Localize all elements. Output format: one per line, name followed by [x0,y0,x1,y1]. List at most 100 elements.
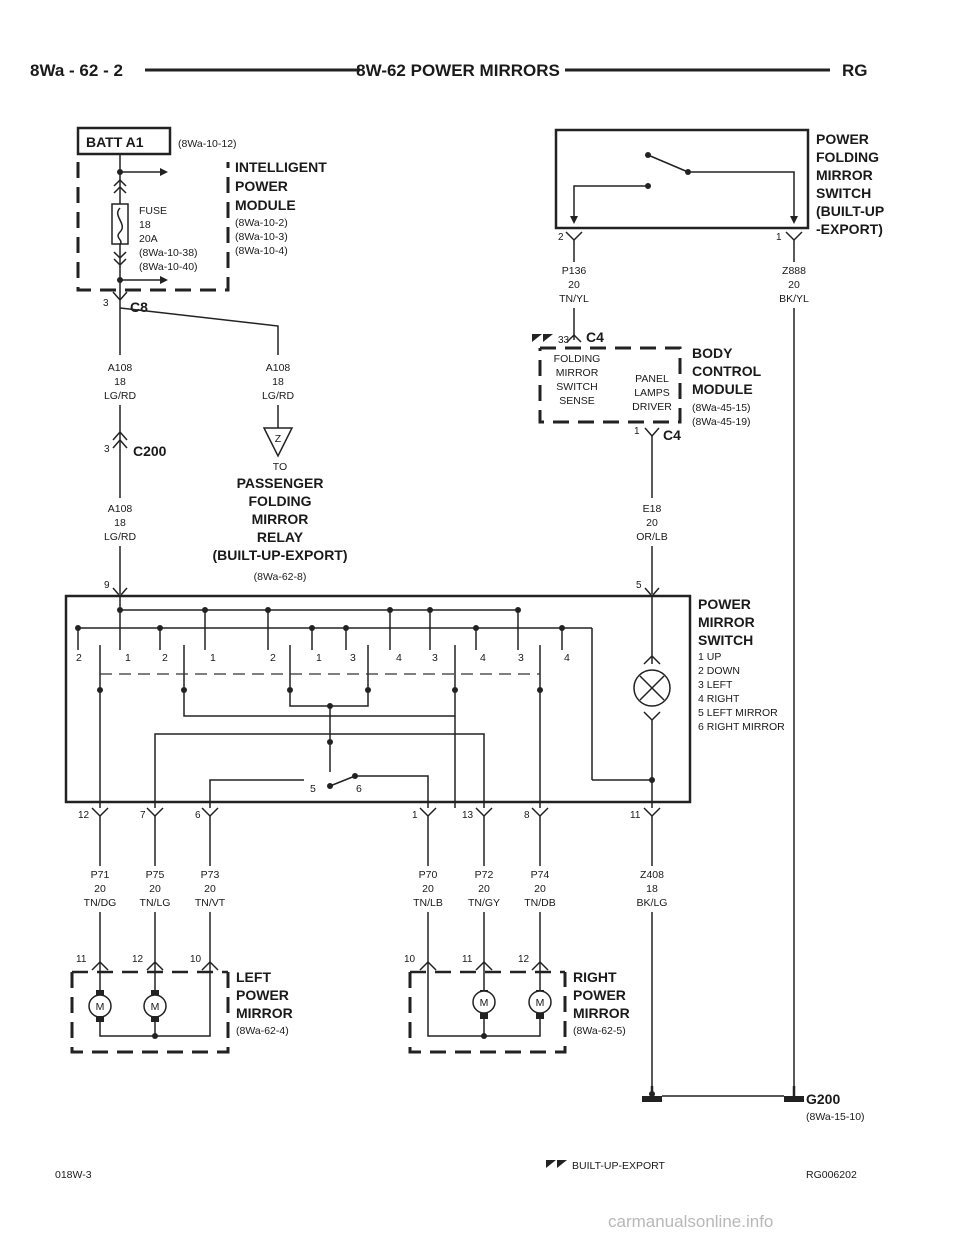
bcm-refs: (8Wa-45-15) (8Wa-45-19) [692,402,751,428]
bcm-title: BODY CONTROL MODULE [692,345,762,397]
c8-pin: 3 [103,298,109,309]
svg-text:1: 1 [210,652,216,664]
svg-text:MIRROR: MIRROR [236,1005,293,1021]
svg-text:13: 13 [462,810,474,821]
wire-a108-relay: A108 18 LG/RD [262,362,295,402]
svg-text:P73: P73 [201,869,220,881]
svg-text:RIGHT: RIGHT [573,969,617,985]
right-mirror-title: RIGHT POWER MIRROR [573,969,630,1021]
svg-text:3: 3 [518,652,524,664]
svg-text:MIRROR: MIRROR [698,614,755,630]
batt-ref: (8Wa-10-12) [178,138,237,150]
svg-text:PASSENGER: PASSENGER [237,475,324,491]
svg-text:10: 10 [404,954,416,965]
svg-text:POWER: POWER [816,131,869,147]
svg-text:20: 20 [422,883,434,895]
mirror-switch-title: POWER MIRROR SWITCH [698,596,755,648]
svg-text:8: 8 [524,810,530,821]
svg-text:4: 4 [396,652,402,664]
svg-text:E18: E18 [643,503,662,515]
svg-text:20: 20 [646,517,658,529]
svg-text:4 RIGHT: 4 RIGHT [698,693,740,705]
footer-left: 018W-3 [55,1169,92,1181]
out-wire-z408: Z408 18 BK/LG [637,869,668,909]
c200-pin: 3 [104,444,110,455]
header-code: RG [842,61,868,80]
svg-text:(8Wa-10-3): (8Wa-10-3) [235,231,288,243]
svg-text:(BUILT-UP-EXPORT): (BUILT-UP-EXPORT) [212,547,347,563]
bcm-c4-bottom: C4 [663,427,681,443]
footer-right: RG006202 [806,1169,857,1181]
svg-text:3: 3 [432,652,438,664]
svg-text:11: 11 [76,954,87,965]
ipm-refs: (8Wa-10-2) (8Wa-10-3) (8Wa-10-4) [235,217,288,257]
svg-text:FOLDING: FOLDING [554,353,601,365]
out-wire-p74: P74 20 TN/DB [524,869,556,909]
svg-text:18: 18 [114,376,126,388]
svg-text:1 UP: 1 UP [698,651,721,663]
svg-text:CONTROL: CONTROL [692,363,762,379]
svg-text:TN/DG: TN/DG [84,897,117,909]
svg-text:FUSE: FUSE [139,205,167,217]
wire-a108-bottom: A108 18 LG/RD [104,503,137,543]
selector-right-label: 6 [356,783,362,795]
wire-z888: Z888 20 BK/YL [779,265,809,305]
svg-text:BODY: BODY [692,345,733,361]
c200-connector: C200 [133,443,167,459]
fold-switch-title: POWER FOLDING MIRROR SWITCH (BUILT-UP -E… [816,131,884,237]
svg-text:12: 12 [78,810,90,821]
ground-icon [642,1086,804,1102]
svg-text:18: 18 [646,883,658,895]
bcm-pin-1: 1 [634,426,640,437]
svg-text:A108: A108 [108,503,133,515]
svg-text:MIRROR: MIRROR [573,1005,630,1021]
splice-z: Z [275,433,282,445]
switch-pin-9: 9 [104,580,110,591]
output-pin-labels: 12 7 6 1 13 8 11 [78,810,641,821]
svg-text:11: 11 [462,954,473,965]
svg-text:1: 1 [412,810,418,821]
out-wire-p70: P70 20 TN/LB [413,869,443,909]
svg-text:-EXPORT): -EXPORT) [816,221,883,237]
svg-text:(BUILT-UP: (BUILT-UP [816,203,884,219]
svg-text:TN/GY: TN/GY [468,897,500,909]
svg-text:PANEL: PANEL [635,373,669,385]
svg-text:(8Wa-10-38): (8Wa-10-38) [139,247,198,259]
c8-connector: C8 [130,299,148,315]
svg-text:Z888: Z888 [782,265,806,277]
svg-text:6: 6 [195,810,201,821]
svg-text:20: 20 [478,883,490,895]
svg-text:SWITCH: SWITCH [698,632,753,648]
footer-built-up-icon [546,1160,567,1168]
svg-text:SENSE: SENSE [559,395,595,407]
svg-text:POWER: POWER [573,987,626,1003]
svg-text:MODULE: MODULE [235,197,296,213]
svg-text:10: 10 [190,954,202,965]
svg-text:1: 1 [125,652,131,664]
selector-left-label: 5 [310,783,316,795]
svg-text:(8Wa-45-19): (8Wa-45-19) [692,416,751,428]
svg-text:LAMPS: LAMPS [634,387,670,399]
svg-text:1: 1 [316,652,322,664]
svg-text:TN/VT: TN/VT [195,897,226,909]
svg-text:MIRROR: MIRROR [556,367,599,379]
ipm-title: INTELLIGENT POWER MODULE [235,159,327,213]
svg-text:6 RIGHT MIRROR: 6 RIGHT MIRROR [698,721,785,733]
bcm-c4-top: C4 [586,329,604,345]
header-page-number: 8Wa - 62 - 2 [30,61,123,80]
svg-text:RELAY: RELAY [257,529,304,545]
built-up-export-icon [532,334,553,342]
relay-ref: (8Wa-62-8) [254,571,307,583]
svg-text:3: 3 [350,652,356,664]
svg-text:TN/LB: TN/LB [413,897,443,909]
svg-text:P71: P71 [91,869,110,881]
svg-text:A108: A108 [108,362,133,374]
svg-text:20A: 20A [139,233,158,245]
svg-text:P74: P74 [531,869,550,881]
right-mirror-ref: (8Wa-62-5) [573,1025,626,1037]
svg-text:(8Wa-10-2): (8Wa-10-2) [235,217,288,229]
svg-text:LG/RD: LG/RD [104,390,137,402]
svg-text:LG/RD: LG/RD [104,531,137,543]
ground-ref: (8Wa-15-10) [806,1111,865,1123]
out-wire-p75: P75 20 TN/LG [140,869,171,909]
